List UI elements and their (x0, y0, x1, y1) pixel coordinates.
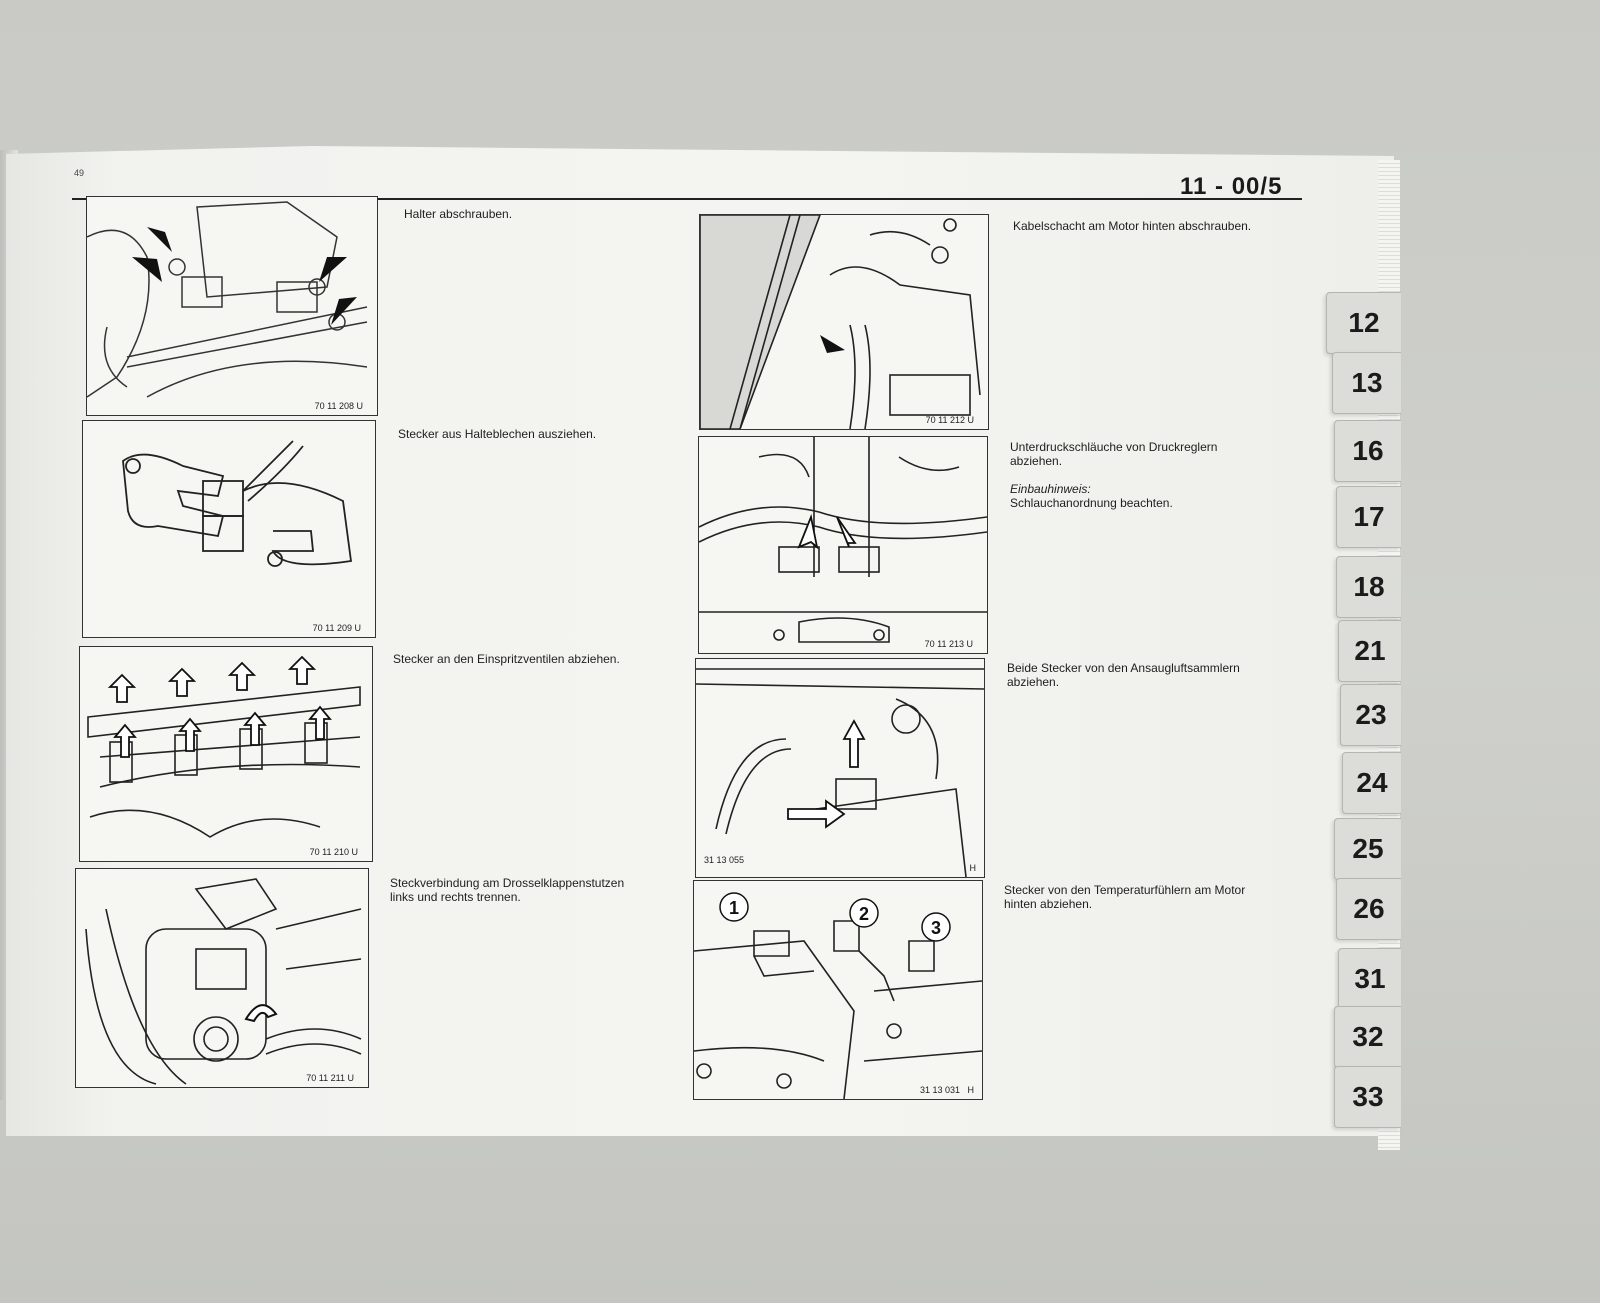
tab-21[interactable]: 21 (1338, 620, 1401, 682)
figure-connector-brackets: 70 11 209 U (82, 420, 376, 638)
caption-7-line-2: abziehen. (1007, 675, 1060, 689)
caption-7-line-1: Beide Stecker von den Ansaugluftsammlern (1007, 661, 1240, 675)
bracket-illustration (122, 440, 353, 567)
figure-code: 70 11 212 U (925, 415, 974, 425)
install-note-label: Einbauhinweis: (1010, 482, 1091, 496)
caption-2: Stecker aus Halteblechen ausziehen. (398, 427, 597, 441)
temperature-sensor-illustration: 1 2 3 (694, 892, 982, 1099)
figure-throttle-body: 70 11 211 U (75, 868, 369, 1088)
tab-23[interactable]: 23 (1340, 684, 1401, 746)
tab-18[interactable]: 18 (1336, 556, 1401, 618)
tab-16[interactable]: 16 (1334, 420, 1401, 482)
cable-duct-illustration (700, 215, 981, 429)
caption-4-line-2: links und rechts trennen. (390, 890, 521, 904)
tab-26[interactable]: 26 (1336, 878, 1401, 940)
vacuum-hose-illustration (699, 437, 987, 643)
figure-code: 70 11 209 U (312, 623, 361, 633)
figure-code: 31 13 055 (704, 855, 745, 865)
figure-vacuum-hoses: 70 11 213 U (698, 436, 988, 654)
tab-24[interactable]: 24 (1342, 752, 1401, 814)
figure-cable-duct: 70 11 212 U (699, 214, 989, 430)
engine-illustration (87, 201, 368, 398)
tab-13[interactable]: 13 (1332, 352, 1401, 414)
figure-injectors: 70 11 210 U (79, 646, 373, 862)
throttle-illustration (85, 878, 362, 1085)
figure-intake-connectors: 31 13 055 H (695, 658, 985, 878)
figure-code-suffix: H (967, 1085, 975, 1095)
caption-3: Stecker an den Einspritzventilen abziehe… (393, 652, 620, 666)
caption-7: Beide Stecker von den Ansaugluftsammlern… (1007, 661, 1240, 689)
intake-connector-illustration (696, 668, 984, 877)
caption-6-line-2: abziehen. (1010, 454, 1063, 468)
callout-1: 1 (729, 898, 739, 918)
tab-25[interactable]: 25 (1334, 818, 1401, 880)
caption-8: Stecker von den Temperaturfühlern am Mot… (1004, 883, 1245, 911)
figure-code: 70 11 208 U (314, 401, 363, 411)
caption-6: Unterdruckschläuche von Druckreglern abz… (1010, 440, 1217, 510)
tab-32[interactable]: 32 (1334, 1006, 1401, 1068)
tab-31[interactable]: 31 (1338, 948, 1401, 1010)
figure-temperature-sensors: 1 2 3 31 13 031 H (693, 880, 983, 1100)
callout-3: 3 (931, 918, 941, 938)
caption-6-line-1: Unterdruckschläuche von Druckreglern (1010, 440, 1218, 454)
tab-12[interactable]: 12 (1326, 292, 1401, 354)
callout-2: 2 (859, 904, 869, 924)
header-rule (72, 198, 1302, 200)
caption-8-line-1: Stecker von den Temperaturfühlern am Mot… (1004, 883, 1246, 897)
caption-8-line-2: hinten abziehen. (1004, 897, 1093, 911)
figure-holder-bolts: 70 11 208 U (86, 196, 378, 416)
caption-4-line-1: Steckverbindung am Drosselklappenstutzen (390, 876, 625, 890)
caption-5: Kabelschacht am Motor hinten abschrauben… (1013, 219, 1252, 233)
figure-code-suffix: H (969, 863, 977, 873)
section-heading: 11 - 00/5 (1180, 173, 1283, 200)
tab-17[interactable]: 17 (1336, 486, 1401, 548)
caption-1: Halter abschrauben. (404, 207, 513, 221)
figure-code: 70 11 213 U (924, 639, 973, 649)
injector-illustration (87, 655, 361, 838)
tab-33[interactable]: 33 (1334, 1066, 1401, 1128)
figure-code: 31 13 031 (919, 1085, 960, 1095)
page-number: 49 (74, 168, 85, 178)
install-note-text: Schlauchanordnung beachten. (1010, 496, 1173, 510)
caption-4: Steckverbindung am Drosselklappenstutzen… (390, 876, 624, 904)
figure-code: 70 11 211 U (306, 1073, 354, 1083)
figure-code: 70 11 210 U (309, 847, 358, 857)
